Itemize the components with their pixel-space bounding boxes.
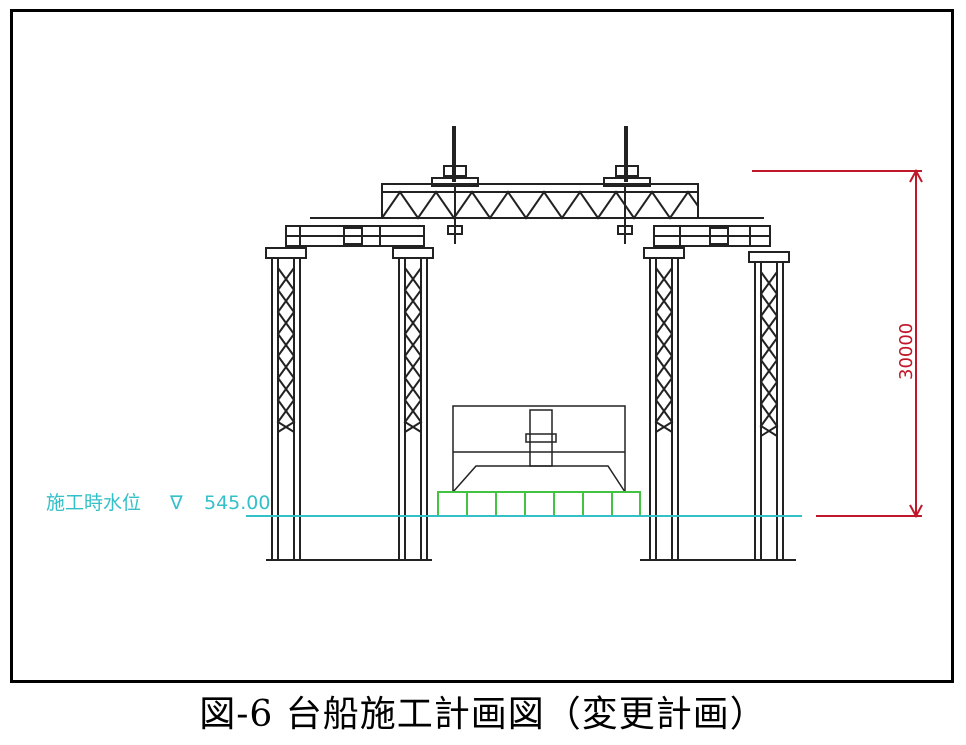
top-truss xyxy=(381,183,699,220)
left-hoist xyxy=(431,126,479,244)
water-level-symbol: ∇ xyxy=(169,492,183,514)
left-inner-column xyxy=(392,247,434,561)
left-outer-column xyxy=(265,247,307,561)
barge xyxy=(437,491,641,517)
right-hoist xyxy=(603,126,651,244)
right-outer-column xyxy=(748,251,790,561)
figure-caption: 図-6 台船施工計画図（変更計画） xyxy=(199,694,767,735)
water-level-label: 施工時水位 xyxy=(46,492,141,514)
height-dimension-value: 30000 xyxy=(896,323,917,380)
drawing-frame xyxy=(10,9,954,683)
water-level-value: 545.00 xyxy=(204,492,270,514)
right-cross-beam xyxy=(653,217,771,247)
left-cross-beam xyxy=(285,217,425,247)
right-inner-column xyxy=(643,247,685,561)
barge-load xyxy=(452,405,626,493)
construction-plan-drawing: 施工時水位 ∇ 545.00 30000 xyxy=(46,126,923,561)
gantry-structure xyxy=(265,126,796,561)
height-dimension xyxy=(752,168,923,519)
